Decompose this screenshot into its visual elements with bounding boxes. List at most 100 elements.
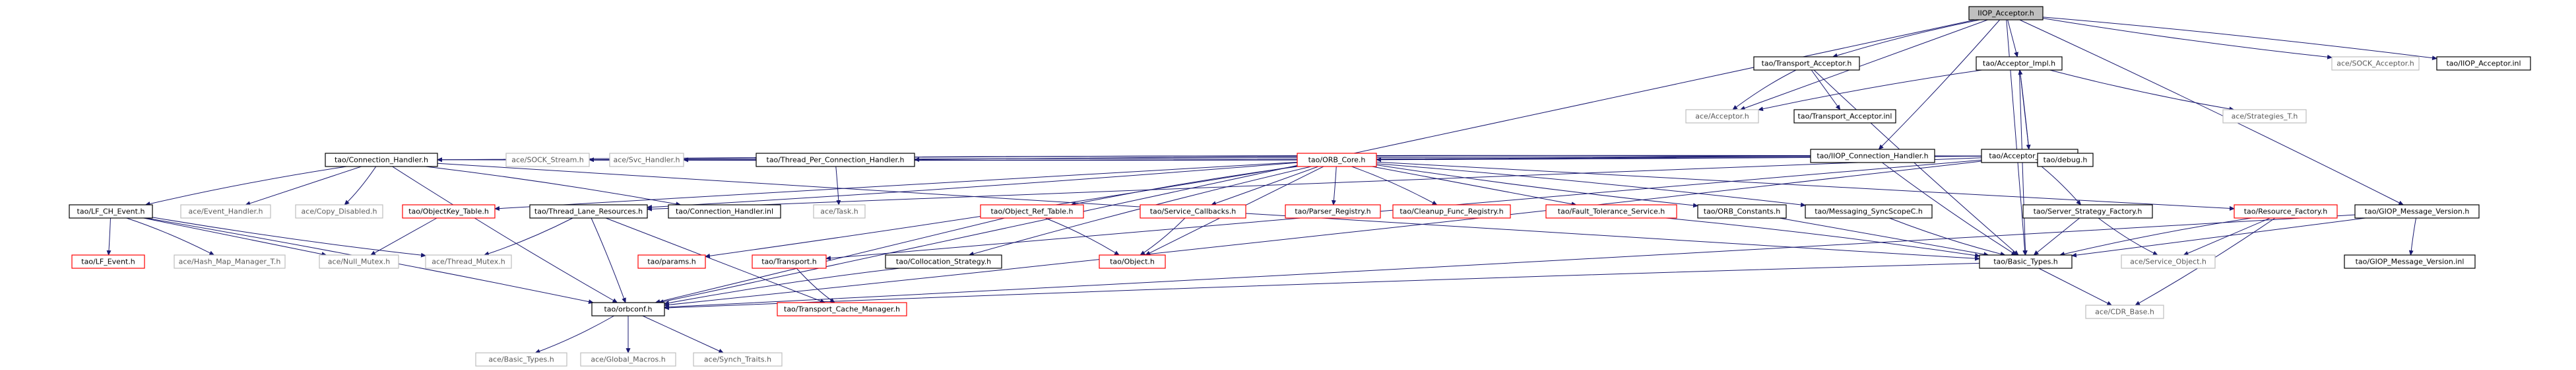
edge-orb_core-to-orb_constants xyxy=(1376,165,1698,208)
edge-root-to-trans_acc_h xyxy=(1832,19,1980,58)
node-service-callbacks[interactable]: tao/Service_Callbacks.h xyxy=(1140,204,1246,219)
node-server-strategy[interactable]: tao/Server_Strategy_Factory.h xyxy=(2022,204,2153,219)
node-basic-types-tao[interactable]: tao/Basic_Types.h xyxy=(1979,254,2073,269)
node-box xyxy=(591,302,665,316)
node-box xyxy=(1805,204,1933,219)
edge-collocation-to-orbconf xyxy=(664,268,900,305)
node-svc-handler: ace/Svc_Handler.h xyxy=(609,153,684,167)
node-label: tao/Transport_Acceptor.h xyxy=(1762,59,1852,68)
node-transport-cache[interactable]: tao/Transport_Cache_Manager.h xyxy=(777,302,907,316)
edge-conn_handler_h-to-conn_handler_inl xyxy=(425,166,682,207)
node-box xyxy=(325,153,438,167)
edge-conn_handler_h-to-orbconf xyxy=(392,166,618,303)
node-orb-core[interactable]: tao/ORB_Core.h xyxy=(1297,153,1377,167)
node-thread-per-conn[interactable]: tao/Thread_Per_Connection_Handler.h xyxy=(756,153,915,167)
node-resource-factory[interactable]: tao/Resource_Factory.h xyxy=(2234,204,2338,219)
node-transport-h[interactable]: tao/Transport.h xyxy=(752,254,827,269)
edge-lf_ch_event-to-lf_event xyxy=(106,217,112,256)
node-ace-acceptor: ace/Acceptor.h xyxy=(1685,109,1759,124)
node-giop-msg-ver-h[interactable]: tao/GIOP_Message_Version.h xyxy=(2354,204,2480,219)
node-box xyxy=(71,254,145,269)
node-box xyxy=(295,204,383,219)
dependency-edges xyxy=(106,17,2437,353)
node-label: ace/Basic_Types.h xyxy=(488,355,554,364)
edge-resource_factory-to-service_object xyxy=(2183,217,2270,256)
node-box xyxy=(2436,56,2531,71)
node-label: tao/ORB_Constants.h xyxy=(1704,207,1781,216)
node-cdr-base: ace/CDR_Base.h xyxy=(2085,305,2164,319)
edge-root-to-giop_msg_ver_h xyxy=(2019,19,2404,205)
node-label: tao/Transport.h xyxy=(761,258,817,266)
node-fault-tolerance[interactable]: tao/Fault_Tolerance_Service.h xyxy=(1545,204,1677,219)
edge-orb_constants-to-basic_types_tao xyxy=(1779,217,1989,257)
node-thread-lane[interactable]: tao/Thread_Lane_Resources.h xyxy=(529,204,648,219)
edge-fault_tolerance-to-basic_types_tao xyxy=(1665,217,1980,258)
edge-basic_types_tao-to-orbconf xyxy=(664,262,1980,311)
node-box xyxy=(475,352,567,367)
node-box xyxy=(777,302,907,316)
node-parser-registry[interactable]: tao/Parser_Registry.h xyxy=(1285,204,1381,219)
node-strategies-t: ace/Strategies_T.h xyxy=(2222,109,2307,124)
edge-server_strategy-to-service_object xyxy=(2098,217,2158,256)
edge-orb_core-to-thread_lane xyxy=(647,162,1298,209)
node-acc-impl-h[interactable]: tao/Acceptor_Impl.h xyxy=(1976,56,2063,71)
node-box xyxy=(1753,56,1860,71)
node-label: ace/Svc_Handler.h xyxy=(613,156,680,165)
edge-conn_handler_h-to-copy_disabled xyxy=(344,166,377,205)
node-sock-stream: ace/SOCK_Stream.h xyxy=(505,153,590,167)
edge-acc_impl_cpp-to-acc_impl_h xyxy=(2018,69,2030,150)
node-orb-constants[interactable]: tao/ORB_Constants.h xyxy=(1697,204,1787,219)
edge-thread_lane-to-thread_mutex xyxy=(483,217,573,256)
node-label: tao/Server_Strategy_Factory.h xyxy=(2034,207,2142,216)
edge-giop_msg_ver_h-to-basic_types_tao xyxy=(2071,217,2366,258)
node-objectkey-table[interactable]: tao/ObjectKey_Table.h xyxy=(402,204,496,219)
node-object-h[interactable]: tao/Object.h xyxy=(1099,254,1166,269)
node-box xyxy=(752,254,827,269)
node-box xyxy=(319,254,399,269)
node-box xyxy=(1697,204,1787,219)
node-lf-event[interactable]: tao/LF_Event.h xyxy=(71,254,145,269)
node-synch-traits: ace/Synch_Traits.h xyxy=(693,352,783,367)
node-lf-ch-event[interactable]: tao/LF_CH_Event.h xyxy=(69,204,153,219)
node-conn-handler-h[interactable]: tao/Connection_Handler.h xyxy=(325,153,438,167)
edge-conn_handler_h-to-event_handler xyxy=(245,166,362,206)
node-collocation[interactable]: tao/Collocation_Strategy.h xyxy=(885,254,1002,269)
node-params-h[interactable]: tao/params.h xyxy=(637,254,706,269)
node-label: tao/LF_CH_Event.h xyxy=(77,207,145,216)
node-label: tao/Cleanup_Func_Registry.h xyxy=(1400,207,1503,216)
node-task-h: ace/Task.h xyxy=(813,204,866,219)
node-giop-msg-ver-inl[interactable]: tao/GIOP_Message_Version.inl xyxy=(2344,254,2476,269)
node-label: tao/ORB_Core.h xyxy=(1308,156,1366,165)
node-label: ace/Copy_Disabled.h xyxy=(302,207,377,216)
edge-basic_types_tao-to-cdr_base xyxy=(2038,268,2113,306)
node-label: ace/Strategies_T.h xyxy=(2232,112,2298,121)
node-basic-types-ace: ace/Basic_Types.h xyxy=(475,352,567,367)
node-label: tao/ObjectKey_Table.h xyxy=(408,207,489,216)
node-label: tao/IIOP_Acceptor.inl xyxy=(2446,59,2521,68)
edge-orb_core-to-messaging_sync xyxy=(1376,163,1806,207)
node-iiop-conn-h[interactable]: tao/IIOP_Connection_Handler.h xyxy=(1810,149,1935,163)
edge-resource_factory-to-basic_types_tao xyxy=(2059,217,2252,256)
node-event-handler: ace/Event_Handler.h xyxy=(180,204,271,219)
node-cleanup-func[interactable]: tao/Cleanup_Func_Registry.h xyxy=(1392,204,1511,219)
node-object-ref-table[interactable]: tao/Object_Ref_Table.h xyxy=(980,204,1084,219)
node-label: ace/Hash_Map_Manager_T.h xyxy=(179,258,281,266)
node-root[interactable]: IIOP_Acceptor.h xyxy=(1968,6,2044,20)
node-label: tao/Basic_Types.h xyxy=(1993,258,2058,266)
node-service-object: ace/Service_Object.h xyxy=(2121,254,2216,269)
node-box xyxy=(2234,204,2338,219)
node-trans-acc-inl[interactable]: tao/Transport_Acceptor.inl xyxy=(1793,109,1896,124)
node-conn-handler-inl[interactable]: tao/Connection_Handler.inl xyxy=(668,204,781,219)
node-trans-acc-h[interactable]: tao/Transport_Acceptor.h xyxy=(1753,56,1860,71)
node-box xyxy=(1979,254,2073,269)
node-messaging-sync[interactable]: tao/Messaging_SyncScopeC.h xyxy=(1805,204,1933,219)
node-iiop-acc-inl[interactable]: tao/IIOP_Acceptor.inl xyxy=(2436,56,2531,71)
node-box xyxy=(2022,204,2153,219)
node-debug-h[interactable]: tao/debug.h xyxy=(2037,153,2094,167)
node-label: tao/Transport_Cache_Manager.h xyxy=(784,305,900,314)
edge-root-to-acc_impl_h xyxy=(2007,19,2018,57)
edge-giop_msg_ver_h-to-orbconf xyxy=(664,214,2356,310)
edge-orbconf-to-synch_traits xyxy=(642,315,724,353)
edge-service_callbacks-to-object_h xyxy=(1140,217,1186,256)
node-orbconf[interactable]: tao/orbconf.h xyxy=(591,302,665,316)
